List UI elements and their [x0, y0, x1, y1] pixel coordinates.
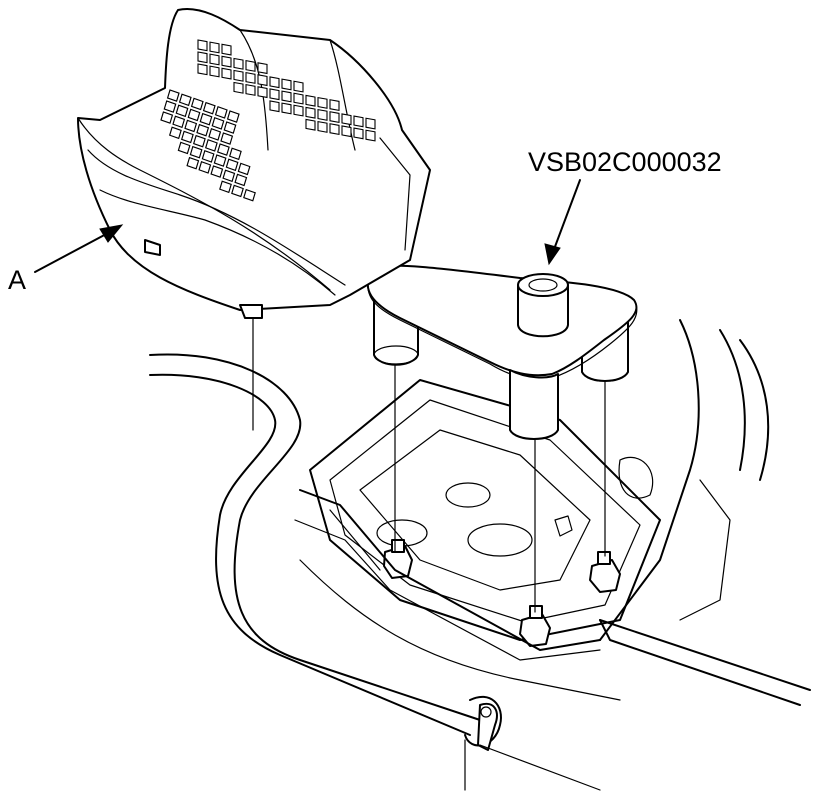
clip-center: [519, 605, 551, 647]
part-a-cover: [77, 8, 431, 319]
guide-lines: [252, 317, 606, 613]
tool-top-boss: [517, 273, 569, 338]
callout-tool: [544, 179, 581, 266]
cowl-panel: [294, 489, 621, 701]
clip-right: [589, 551, 621, 593]
tool-leg-front: [509, 369, 559, 440]
tool-plate: [366, 264, 638, 377]
label-tool-code: VSB02C000032: [528, 147, 722, 177]
weatherstrip-seal: [149, 353, 601, 791]
clip-left: [383, 539, 413, 579]
callout-a: [34, 224, 124, 273]
label-part-a: A: [8, 265, 26, 295]
engine-bay-tray: [309, 319, 811, 706]
vent-grid: [160, 39, 376, 202]
special-tool: [366, 264, 638, 440]
